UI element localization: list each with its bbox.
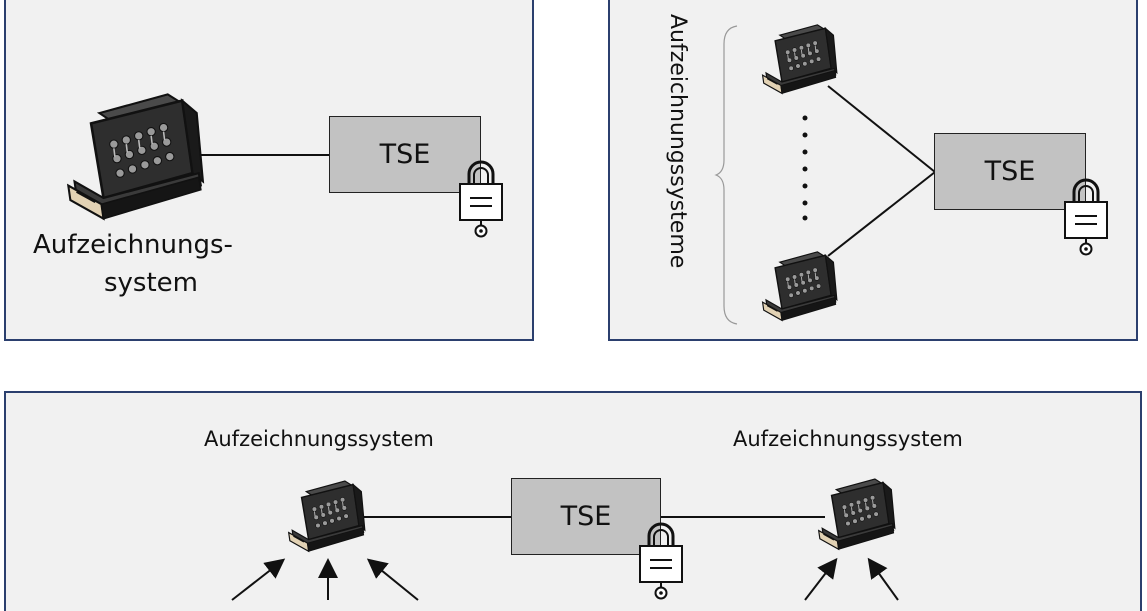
padlock-icon [636,522,686,602]
right-system-label: Aufzeichnungssystem [733,427,963,451]
tse-box: TSE [329,116,481,193]
tse-label: TSE [984,156,1036,187]
system-label-line2: system [104,268,198,298]
cash-register-icon [758,245,838,325]
padlock-icon [456,160,506,240]
cash-register-icon [284,474,366,556]
tse-label: TSE [560,501,612,532]
padlock-icon [1061,178,1111,258]
cash-register-icon [814,472,896,554]
tse-box: TSE [511,478,661,555]
left-system-label: Aufzeichnungssystem [204,427,434,451]
cash-register-icon [60,82,205,227]
system-label-line1: Aufzeichnungs- [33,230,233,260]
tse-label: TSE [379,139,431,170]
tse-box: TSE [934,133,1086,210]
cash-register-icon [758,18,838,98]
systems-vertical-label: Aufzeichnungssysteme [665,14,690,269]
